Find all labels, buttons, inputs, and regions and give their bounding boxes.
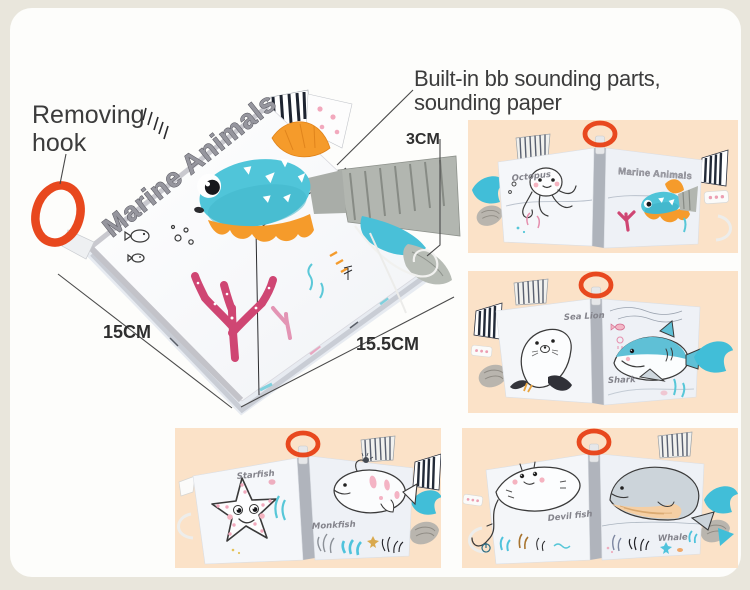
- starfish-page-label: Starfish: [236, 469, 275, 482]
- thickness-dimension-label: 3CM: [406, 131, 440, 148]
- depth-dimension-label: 15.5CM: [356, 334, 420, 354]
- monkfish-page-label: Monkfish: [312, 520, 356, 532]
- panel-devilfish-whale: Devil fish Whale: [462, 428, 738, 568]
- panel-sealion-shark-photo: Sea Lion Shark: [470, 271, 734, 406]
- removing-hook-ring: [31, 181, 95, 260]
- dimension-lines: [57, 89, 455, 409]
- plush-fish: [194, 159, 311, 228]
- panel-starfish-monkfish-photo: Starfish Monkfish: [177, 428, 441, 565]
- panel-cover-title: Marine Animals: [618, 166, 693, 182]
- panel-octopus-cover-photo: Octopus Marine Animals: [472, 120, 732, 249]
- sounding-parts-label-line1: Built-in bb sounding parts,: [414, 66, 661, 91]
- shark-page-label: Shark: [608, 375, 637, 386]
- octopus-page-label: Octopus: [511, 170, 551, 184]
- width-dimension-label: 15CM: [103, 322, 152, 342]
- removing-hook-label-line2: hook: [32, 128, 87, 157]
- sealion-page-label: Sea Lion: [564, 311, 605, 323]
- removing-hook-label-line1: Removing: [32, 101, 145, 129]
- main-product-photo: Marine Animals: [31, 86, 461, 416]
- sounding-parts-label-line2: sounding paper: [414, 90, 562, 116]
- devilfish-page-label: Devil fish: [547, 509, 593, 524]
- sounding-parts-label: Built-in bb sounding parts, sounding pap…: [414, 66, 661, 116]
- content-card: Marine Animals: [10, 8, 741, 577]
- removing-hook-label: Removing hook: [32, 101, 145, 157]
- panel-starfish-monkfish: Starfish Monkfish: [175, 428, 441, 568]
- panel-devilfish-whale-photo: Devil fish Whale: [462, 428, 738, 565]
- whale-page-label: Whale: [658, 532, 689, 544]
- panel-octopus-cover: Octopus Marine Animals: [468, 120, 738, 253]
- panel-sealion-shark: Sea Lion Shark: [468, 271, 738, 413]
